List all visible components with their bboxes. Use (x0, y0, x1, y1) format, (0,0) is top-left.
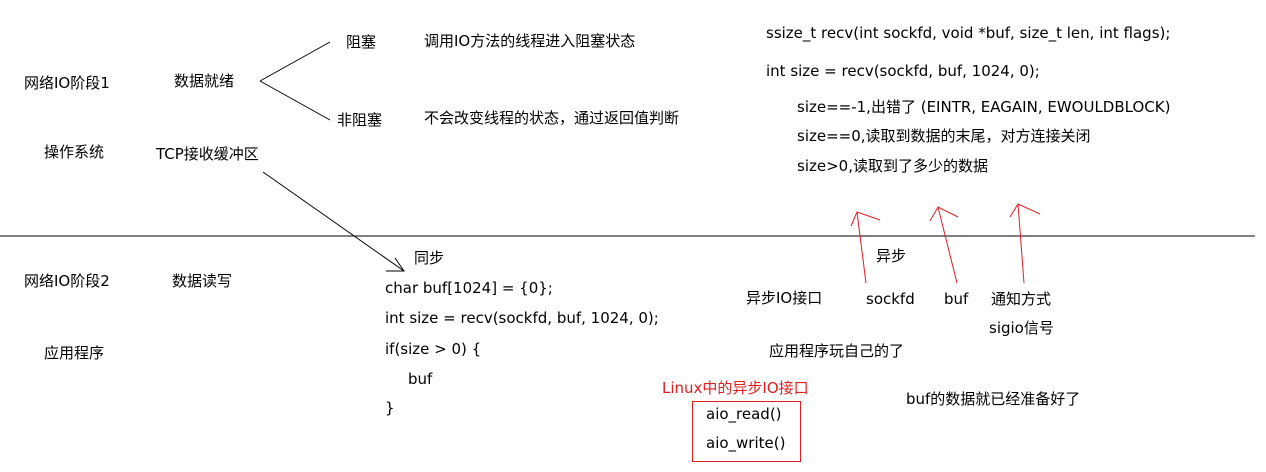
aio-read-label: aio_read() (706, 405, 782, 423)
red-arrow-buf (937, 206, 958, 284)
recv-case-error: size==-1,出错了 (EINTR, EAGAIN, EWOULDBLOCK… (797, 98, 1171, 116)
recv-case-data: size>0,读取到了多少的数据 (797, 157, 988, 175)
code-line: int size = recv(sockfd, buf, 1024, 0); (385, 309, 659, 327)
linux-aio-title: Linux中的异步IO接口 (662, 379, 809, 397)
nonblocking-desc: 不会改变线程的状态，通过返回值判断 (424, 109, 680, 127)
app-label: 应用程序 (44, 344, 105, 362)
code-line: buf (408, 370, 433, 388)
async-interface-label: 异步IO接口 (746, 289, 823, 307)
stage2-title: 网络IO阶段2 (24, 272, 110, 290)
os-label: 操作系统 (44, 143, 105, 161)
red-arrowhead-notify (1009, 203, 1041, 218)
recv-case-eof: size==0,读取到数据的末尾，对方连接关闭 (797, 127, 1091, 145)
app-self-label: 应用程序玩自己的了 (769, 342, 905, 360)
sigio-label: sigio信号 (989, 319, 1054, 337)
code-line: char buf[1024] = {0}; (385, 279, 553, 297)
linux-aio-box (692, 401, 801, 462)
nonblocking-label: 非阻塞 (337, 111, 383, 129)
branch-to-blocking (259, 41, 331, 82)
tcp-buffer-label: TCP接收缓冲区 (156, 145, 259, 163)
aio-write-label: aio_write() (706, 434, 786, 452)
data-ready-label: 数据就绪 (174, 72, 235, 90)
param-notify: 通知方式 (991, 290, 1052, 308)
blocking-desc: 调用IO方法的线程进入阻塞状态 (424, 32, 636, 50)
data-rw-label: 数据读写 (172, 272, 233, 290)
sync-label: 同步 (414, 249, 445, 267)
tcp-to-code-arrowhead (386, 257, 405, 272)
stage1-title: 网络IO阶段1 (24, 74, 110, 92)
red-arrowhead-buf (929, 206, 959, 222)
recv-signature: ssize_t recv(int sockfd, void *buf, size… (766, 24, 1171, 42)
recv-call: int size = recv(sockfd, buf, 1024, 0); (766, 62, 1040, 80)
code-line: if(size > 0) { (385, 340, 482, 358)
tcp-to-code-arrow (262, 171, 405, 272)
param-buf: buf (944, 290, 969, 308)
red-arrow-sockfd (856, 211, 867, 284)
branch-to-nonblocking (259, 80, 331, 121)
param-sockfd: sockfd (866, 290, 915, 308)
blocking-label: 阻塞 (346, 33, 377, 51)
async-label: 异步 (876, 247, 907, 265)
red-arrowhead-sockfd (850, 211, 881, 227)
red-arrow-notify (1017, 203, 1025, 284)
code-line: } (385, 399, 395, 417)
buf-ready-label: buf的数据就已经准备好了 (906, 390, 1081, 408)
